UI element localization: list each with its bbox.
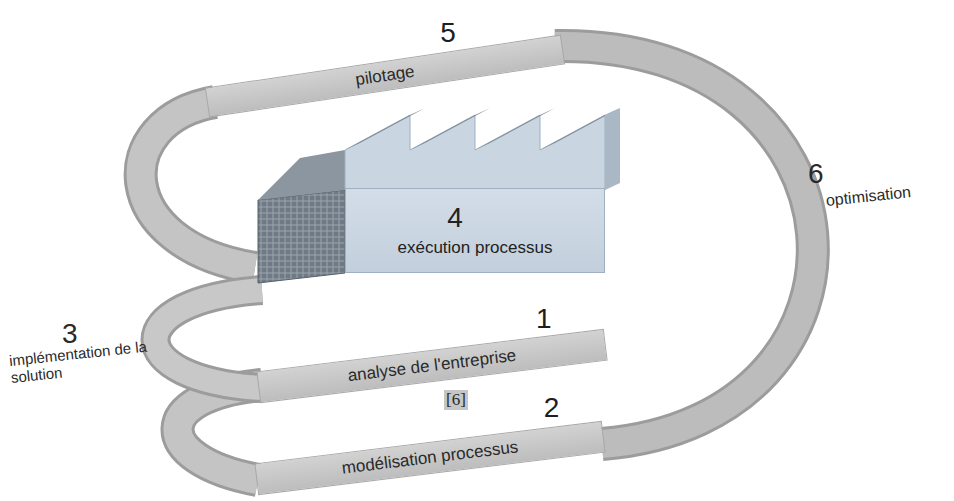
step-label: optimisation	[825, 183, 912, 210]
factory-body	[258, 108, 620, 283]
factory-box: 4 exécution processus	[345, 188, 605, 273]
callout-number: 1	[536, 303, 552, 335]
callout-number: 2	[544, 392, 560, 424]
callout-number: 5	[440, 17, 456, 49]
citation-mark: [6]	[444, 390, 468, 410]
callout-number: 6	[808, 158, 824, 190]
step-label: analyse de l'entreprise	[347, 346, 518, 387]
step-label: pilotage	[354, 62, 416, 91]
step-label: implémentation de la solution	[8, 335, 176, 387]
process-band: 2modélisation processus	[254, 421, 605, 495]
step-label: modélisation processus	[341, 437, 520, 479]
process-band: 5pilotage	[205, 35, 565, 118]
step-label: exécution processus	[398, 238, 553, 258]
callout-number: 4	[447, 203, 463, 234]
